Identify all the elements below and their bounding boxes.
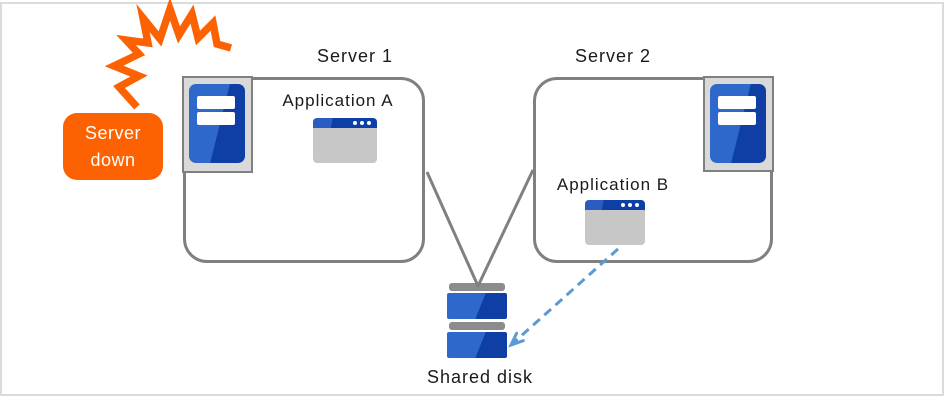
drive-bay-icon xyxy=(197,96,235,109)
window-dot-icon xyxy=(353,121,357,125)
disk-cap xyxy=(449,322,505,330)
drive-bay-icon xyxy=(197,112,235,125)
disk-cap xyxy=(449,283,505,291)
disk-unit xyxy=(447,293,507,319)
window-dot-icon xyxy=(621,203,625,207)
server-icon xyxy=(710,84,766,163)
server1-rack-panel xyxy=(182,76,253,173)
app-window-icon xyxy=(313,118,377,163)
window-dot-icon xyxy=(635,203,639,207)
application-b-label: Application B xyxy=(556,175,670,194)
shared-disk-icon xyxy=(447,283,507,358)
window-titlebar xyxy=(313,118,377,128)
drive-bay-icon xyxy=(718,96,756,109)
drive-bay-icon xyxy=(718,112,756,125)
window-dot-icon xyxy=(628,203,632,207)
window-dot-icon xyxy=(367,121,371,125)
server-down-badge: Server down xyxy=(63,113,163,180)
disk-unit xyxy=(447,332,507,358)
server2-rack-panel xyxy=(703,76,774,172)
window-titlebar xyxy=(585,200,645,210)
server-down-line1: Server xyxy=(84,122,141,143)
server-down-line2: down xyxy=(90,149,136,170)
application-a-label: Application A xyxy=(282,91,394,110)
server1-label: Server 1 xyxy=(316,46,394,66)
server2-label: Server 2 xyxy=(574,46,652,66)
server-icon xyxy=(189,84,245,163)
shared-disk-label: Shared disk xyxy=(426,367,534,387)
canvas-border xyxy=(0,2,944,396)
window-dot-icon xyxy=(360,121,364,125)
app-window-icon xyxy=(585,200,645,245)
